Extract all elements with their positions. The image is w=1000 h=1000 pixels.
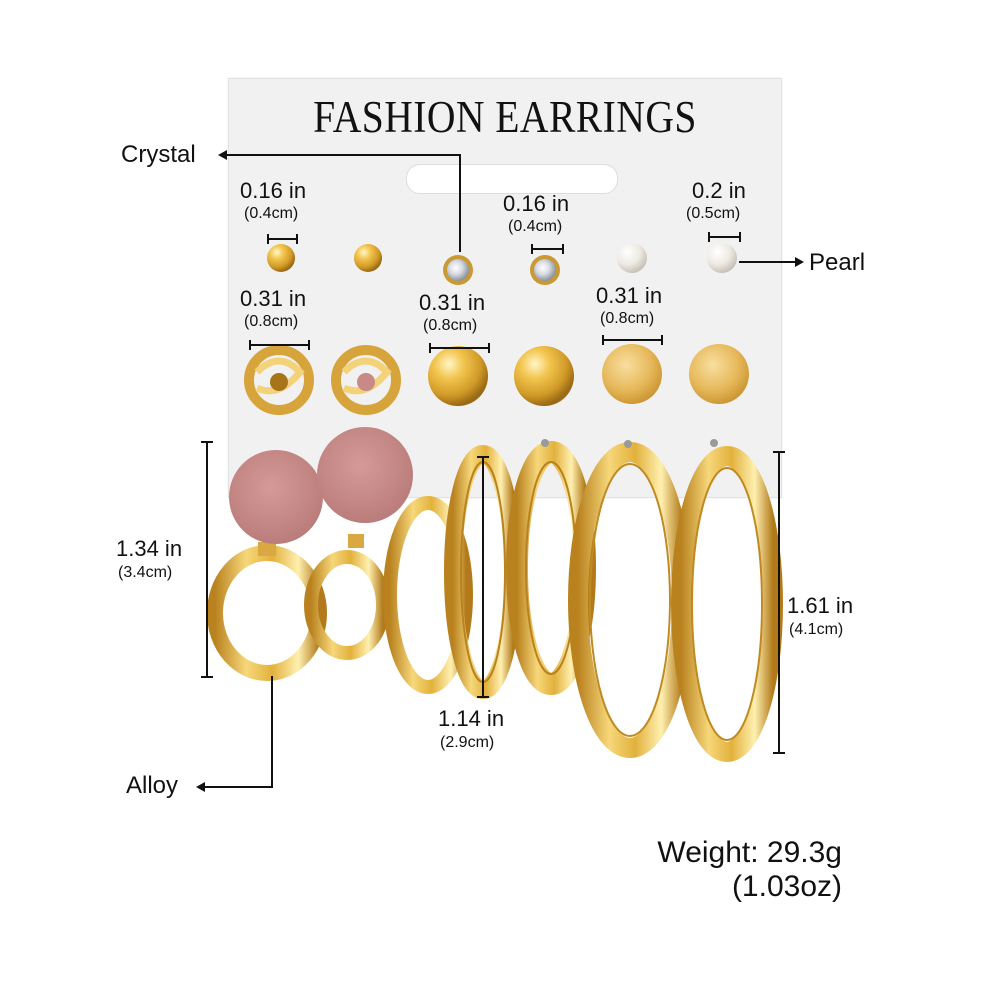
dim-knot-cm: (0.8cm): [244, 313, 299, 330]
gold-ball-stud-1: [428, 346, 488, 406]
knot-stud-2: [331, 345, 401, 415]
crystal-stud-2: [530, 255, 560, 285]
dim-stud-small-left-cm: (0.4cm): [244, 205, 299, 222]
dim-pink-drop-in: 1.34 in: [116, 536, 183, 561]
dim-stud-small-mid-in: 0.16 in: [503, 191, 570, 216]
gold-stud-small-1: [267, 244, 295, 272]
dim-ball-cm: (0.8cm): [423, 317, 478, 334]
weight-grams: Weight: 29.3g: [657, 836, 842, 869]
gold-stud-small-2: [354, 244, 382, 272]
dim-pearl-cm: (0.5cm): [686, 205, 741, 222]
display-card: FASHION EARRINGS: [228, 78, 782, 498]
dim-stud-small-left-in: 0.16 in: [240, 178, 307, 203]
crystal-label: Crystal: [121, 141, 196, 168]
dim-frosted-cm: (0.8cm): [600, 310, 655, 327]
dim-large-hoop-cm: (4.1cm): [789, 621, 844, 638]
dim-stud-small-mid-cm: (0.4cm): [508, 218, 563, 235]
card-title: FASHION EARRINGS: [313, 92, 697, 142]
large-hoop-2: [671, 439, 783, 762]
weight-ounces: (1.03oz): [731, 870, 842, 903]
pearl-stud-2: [707, 243, 737, 273]
dim-pearl-in: 0.2 in: [692, 178, 746, 203]
hang-hole: [406, 164, 618, 194]
pearl-stud-1: [617, 243, 647, 273]
pearl-label: Pearl: [809, 249, 866, 276]
dim-frosted-in: 0.31 in: [596, 283, 663, 308]
dim-ball-in: 0.31 in: [419, 290, 486, 315]
pink-drop-earring-1: [207, 450, 327, 681]
pointer-arrowheads: [196, 150, 804, 792]
frosted-stud-1: [602, 344, 662, 404]
alloy-label: Alloy: [126, 772, 179, 799]
dimension-bars: [201, 232, 785, 754]
frosted-stud-2: [689, 344, 749, 404]
dim-large-hoop-in: 1.61 in: [787, 593, 854, 618]
dim-knot-in: 0.31 in: [240, 286, 307, 311]
dim-small-hoop-cm: (2.9cm): [440, 734, 495, 751]
dim-small-hoop-in: 1.14 in: [438, 706, 505, 731]
pink-drop-earring-2: [304, 427, 413, 660]
pointer-lines: [204, 154, 796, 788]
knot-stud-1: [244, 345, 314, 415]
dim-pink-drop-cm: (3.4cm): [118, 564, 173, 581]
gold-ball-stud-2: [514, 346, 574, 406]
crystal-stud-1: [443, 255, 473, 285]
